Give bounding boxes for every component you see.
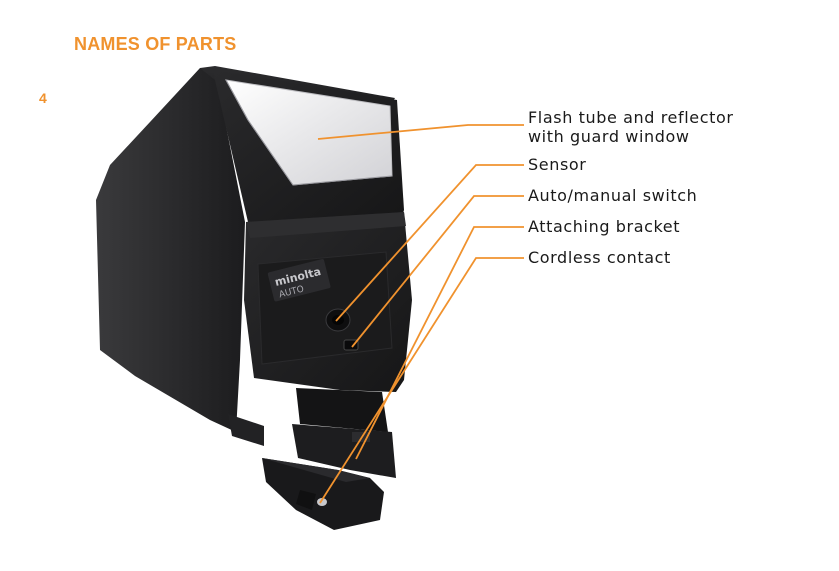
label-flash-tube: Flash tube and reflector with guard wind… (528, 108, 734, 146)
label-cordless-contact: Cordless contact (528, 248, 671, 267)
label-sensor: Sensor (528, 155, 586, 174)
flash-body-side (96, 68, 245, 432)
label-attaching-bracket: Attaching bracket (528, 217, 680, 236)
label-auto-manual-switch: Auto/manual switch (528, 186, 697, 205)
label-flash-tube-line1: Flash tube and reflector (528, 108, 734, 127)
label-flash-tube-line2: with guard window (528, 127, 734, 146)
